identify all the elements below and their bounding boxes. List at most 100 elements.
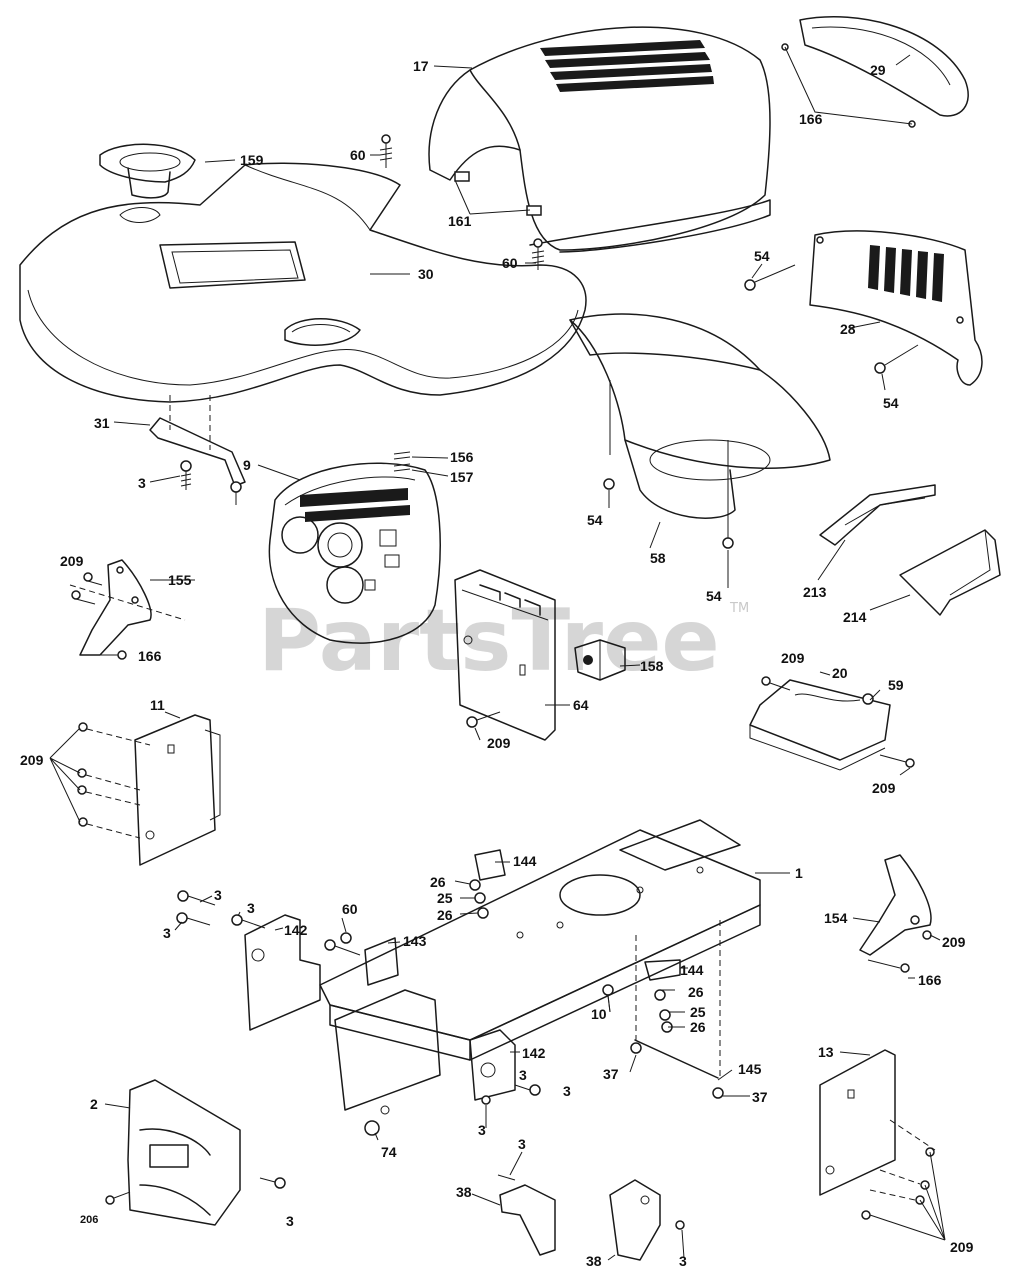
callout-3: 3 xyxy=(478,1122,486,1138)
callout-209: 209 xyxy=(942,934,966,950)
callout-60: 60 xyxy=(502,255,518,271)
callout-38: 38 xyxy=(586,1253,602,1269)
callout-54: 54 xyxy=(587,512,603,528)
part-bracket-38-left xyxy=(497,1174,556,1256)
screw-3-a xyxy=(180,460,192,490)
part-hood xyxy=(428,26,771,253)
part-bracket-142-left xyxy=(244,914,321,1031)
callout-38: 38 xyxy=(456,1184,472,1200)
callout-37: 37 xyxy=(752,1089,768,1105)
callout-154: 154 xyxy=(824,910,848,926)
part-bracket-144-upper xyxy=(474,849,506,881)
callout-214: 214 xyxy=(843,609,867,625)
screw-3-front xyxy=(259,1177,286,1189)
callout-28: 28 xyxy=(840,321,856,337)
callout-54: 54 xyxy=(754,248,770,264)
callout-26: 26 xyxy=(690,1019,706,1035)
callout-11: 11 xyxy=(150,697,165,713)
callout-74: 74 xyxy=(381,1144,397,1160)
grille-slots xyxy=(868,245,944,302)
part-panel-214 xyxy=(899,529,1001,616)
washers-26-25-lower xyxy=(654,989,673,1033)
nut-59 xyxy=(862,693,874,705)
callout-166: 166 xyxy=(138,648,162,664)
callout-142: 142 xyxy=(522,1045,546,1061)
callout-209: 209 xyxy=(60,553,84,569)
callout-157: 157 xyxy=(450,469,474,485)
part-tank-cover xyxy=(569,313,831,549)
callout-31: 31 xyxy=(94,415,110,431)
bolts-3-left xyxy=(176,890,266,929)
callout-60: 60 xyxy=(342,901,358,917)
bolt-209-plate-a xyxy=(761,676,791,691)
callout-64: 64 xyxy=(573,697,589,713)
dash-gauges xyxy=(281,488,410,604)
callout-3: 3 xyxy=(518,1136,526,1152)
part-side-panel-13 xyxy=(819,1049,936,1196)
part-cup-holder xyxy=(99,143,196,199)
screw-209-64 xyxy=(466,711,501,728)
callout-3: 3 xyxy=(679,1253,687,1269)
callout-158: 158 xyxy=(640,658,664,674)
part-grille xyxy=(809,230,983,386)
callout-3: 3 xyxy=(286,1213,294,1229)
part-ignition-switch xyxy=(574,639,626,681)
bolt-209-plate-b xyxy=(879,754,915,768)
part-bracket-155 xyxy=(69,559,186,656)
callout-209: 209 xyxy=(781,650,805,666)
callout-20: 20 xyxy=(832,665,848,681)
part-panel-213 xyxy=(819,484,936,546)
callout-142: 142 xyxy=(284,922,308,938)
callout-3: 3 xyxy=(519,1067,527,1083)
bolts-209-panel-13 xyxy=(861,1147,935,1220)
callout-3: 3 xyxy=(214,887,222,903)
callout-labels: 17 29 166 159 60 161 60 30 54 28 54 31 3… xyxy=(20,58,974,1269)
callout-209: 209 xyxy=(20,752,44,768)
callout-209: 209 xyxy=(487,735,511,751)
callout-144: 144 xyxy=(680,962,704,978)
screw-206 xyxy=(105,1191,131,1205)
callout-161: 161 xyxy=(448,213,472,229)
bolt-60-upper xyxy=(379,134,393,168)
callout-3: 3 xyxy=(563,1083,571,1099)
part-bracket-31 xyxy=(149,395,246,505)
callout-26: 26 xyxy=(688,984,704,1000)
part-plate-20 xyxy=(749,679,891,771)
part-dash-support xyxy=(454,569,556,741)
washers-26-25-upper xyxy=(469,879,489,919)
decal-156-157 xyxy=(393,451,411,472)
watermark-trademark: TM xyxy=(729,601,749,616)
hood-vents xyxy=(540,40,714,92)
callout-37: 37 xyxy=(603,1066,619,1082)
callout-54: 54 xyxy=(706,588,722,604)
callout-26: 26 xyxy=(437,907,453,923)
callout-60: 60 xyxy=(350,147,366,163)
screw-54-b xyxy=(874,344,919,374)
callout-159: 159 xyxy=(240,152,264,168)
callout-26: 26 xyxy=(430,874,446,890)
rod-145 xyxy=(630,920,724,1099)
part-bracket-143 xyxy=(364,937,399,986)
part-side-panel-11 xyxy=(134,714,221,866)
callout-166: 166 xyxy=(799,111,823,127)
screw-54-a xyxy=(744,264,796,291)
callout-30: 30 xyxy=(418,266,434,282)
callout-17: 17 xyxy=(413,58,429,74)
callout-156: 156 xyxy=(450,449,474,465)
part-bracket-144-lower xyxy=(644,959,681,981)
callout-29: 29 xyxy=(870,62,886,78)
callout-209: 209 xyxy=(950,1239,974,1255)
part-fender-deck xyxy=(19,162,587,403)
callout-3: 3 xyxy=(247,900,255,916)
callout-145: 145 xyxy=(738,1061,762,1077)
callout-143: 143 xyxy=(403,933,427,949)
callout-3: 3 xyxy=(138,475,146,491)
callout-144: 144 xyxy=(513,853,537,869)
callout-206: 206 xyxy=(80,1214,98,1226)
callout-3: 3 xyxy=(163,925,171,941)
callout-13: 13 xyxy=(818,1044,834,1060)
callout-58: 58 xyxy=(650,550,666,566)
bolts-209-155 xyxy=(71,572,127,660)
callout-213: 213 xyxy=(803,584,827,600)
